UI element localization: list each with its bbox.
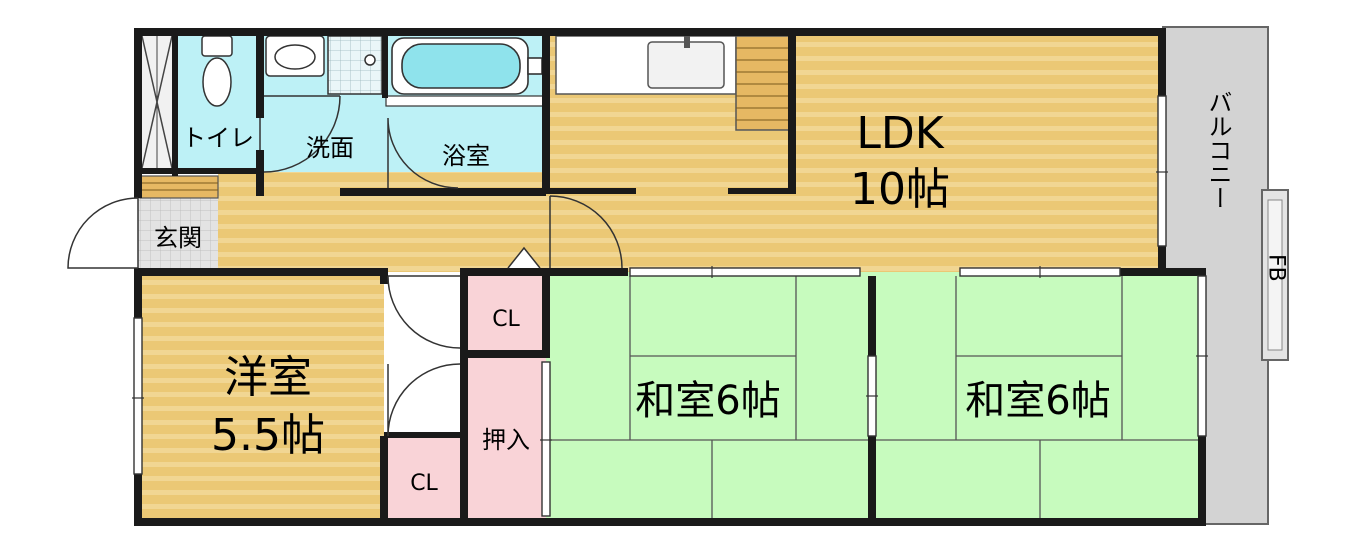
toilet-label: トイレ [182, 124, 254, 152]
washroom-label: 洗面 [306, 134, 354, 162]
washitsu2-floor [872, 272, 1202, 524]
closet-upper-label: CL [492, 307, 520, 332]
doors [67, 95, 623, 437]
closet-lower-label: CL [410, 471, 438, 496]
shoe-rack [139, 175, 219, 199]
closet-upper-floor [466, 272, 546, 356]
sink-icon [647, 41, 725, 89]
washitsu1-floor [546, 272, 872, 524]
window-ticks [132, 171, 1208, 441]
bathtub-icon [391, 37, 543, 95]
faucet-icon [684, 36, 690, 48]
western-hall-floor [384, 272, 466, 436]
balcony-label: バルコニー [1204, 90, 1232, 210]
ldk-name: LDK [856, 108, 944, 159]
oshiire-floor [466, 356, 546, 524]
western-room-floor [138, 272, 384, 524]
kitchen-cabinet-lines [736, 47, 790, 121]
kitchen-cabinet [735, 35, 791, 131]
entrance-label: 玄関 [154, 224, 202, 252]
washbasin-icon [265, 35, 325, 77]
washitsu2-label: 和室6帖 [965, 378, 1110, 424]
storage-strip-cross [141, 35, 173, 169]
hallway-floor [218, 172, 546, 272]
fb-label: FB [1264, 254, 1289, 282]
washing-machine-pan-icon [327, 35, 383, 95]
bath-edge [385, 95, 547, 107]
tatami-lines-2 [876, 276, 1198, 520]
washitsu1-label: 和室6帖 [635, 378, 780, 424]
shoe-rack-lines [140, 182, 218, 191]
toilet-icon [201, 35, 233, 107]
tatami-lines-1 [550, 276, 868, 520]
ldk-size: 10帖 [850, 164, 950, 215]
oshiire-label: 押入 [482, 426, 530, 454]
closet-lower-floor [384, 436, 464, 524]
entrance-floor [138, 196, 218, 272]
western-room-name: 洋室 [224, 352, 312, 403]
western-room-size: 5.5帖 [211, 410, 325, 461]
bathroom-label: 浴室 [442, 142, 490, 170]
